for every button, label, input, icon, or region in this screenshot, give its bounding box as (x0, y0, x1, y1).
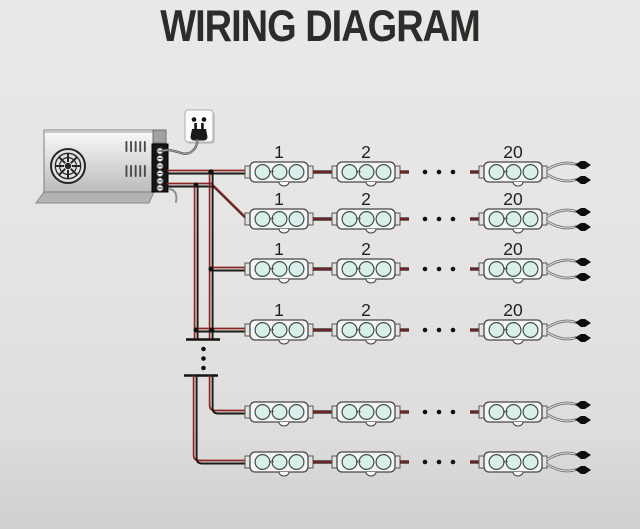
led-module (478, 401, 548, 427)
junction-dot (209, 327, 215, 333)
led-module (478, 451, 548, 477)
junction-dot (193, 327, 199, 333)
row-continuation-dots-icon (422, 459, 456, 465)
module-number-label: 20 (503, 300, 523, 320)
led-module (478, 319, 548, 345)
module-number-label: 1 (274, 142, 284, 162)
module-number-label: 2 (361, 300, 371, 320)
clip-connector-icon (575, 416, 591, 424)
clip-connector-icon (575, 319, 591, 327)
clip-connector-icon (575, 401, 591, 409)
clip-connector-icon (575, 258, 591, 266)
module-number-label: 2 (361, 239, 371, 259)
junction-dot (193, 182, 199, 188)
ac-outlet (160, 109, 215, 155)
vertical-bus-right (208, 170, 214, 339)
led-module (331, 451, 401, 477)
led-module-row (228, 382, 640, 442)
pigtail-connector (546, 451, 591, 474)
feed-wire-row-3 (210, 266, 248, 272)
module-number-label: 20 (503, 189, 523, 209)
led-module (244, 208, 314, 234)
led-module (478, 258, 548, 284)
clip-connector-icon (575, 208, 591, 216)
clip-connector-icon (575, 273, 591, 281)
row-continuation-dots-icon (422, 266, 456, 272)
row-continuation-dots-icon (422, 216, 456, 222)
clip-connector-icon (575, 334, 591, 342)
strain-relief-mark (169, 188, 178, 203)
led-module (331, 161, 401, 187)
led-module (478, 161, 548, 187)
junction-dot (208, 266, 214, 272)
feed-wire-row-6 (192, 375, 248, 465)
led-module (244, 319, 314, 345)
terminal-block (151, 129, 169, 193)
feed-wire-row-1 (167, 169, 248, 175)
led-module (331, 258, 401, 284)
module-number-label: 1 (274, 189, 284, 209)
pigtail-connector (546, 319, 591, 342)
row-continuation-dots-icon (422, 169, 456, 175)
led-module (478, 208, 548, 234)
outlet-hole (201, 117, 207, 122)
power-supply-unit (35, 129, 178, 204)
led-module (331, 319, 401, 345)
dc-bus-wiring (167, 169, 249, 465)
clip-connector-icon (575, 176, 591, 184)
clip-connector-icon (575, 161, 591, 169)
pigtail-connector (546, 161, 591, 184)
led-module (244, 161, 314, 187)
terminal-screws (156, 147, 164, 192)
feed-wire-row-5 (208, 375, 248, 415)
psu-bottom-bevel (35, 191, 155, 204)
module-number-label: 1 (274, 300, 284, 320)
module-number-label: 2 (361, 142, 371, 162)
module-number-label: 20 (503, 142, 523, 162)
page-title: WIRING DIAGRAM (160, 2, 481, 52)
vertical-bus-left (193, 183, 199, 339)
clip-connector-icon (575, 451, 591, 459)
led-module-row: 1 2 20 (228, 189, 640, 249)
led-module (331, 208, 401, 234)
led-module (244, 258, 314, 284)
vent-slots-icon (125, 141, 146, 177)
led-module-row: 1 2 20 (228, 239, 640, 299)
led-module (244, 451, 314, 477)
feed-wire-row-4 (195, 327, 248, 333)
ac-cord-highlight (161, 139, 198, 155)
led-module (244, 401, 314, 427)
led-module-row (228, 432, 640, 492)
outlet-hole (191, 117, 197, 122)
pigtail-connector (546, 401, 591, 424)
junction-dot (208, 169, 214, 175)
pigtail-connector (546, 208, 591, 231)
led-module (331, 401, 401, 427)
row-continuation-dots-icon (422, 327, 456, 333)
clip-connector-icon (575, 223, 591, 231)
fan-icon (50, 148, 86, 184)
vertical-ellipsis-dots-icon (201, 346, 206, 371)
clip-connector-icon (575, 466, 591, 474)
module-number-label: 1 (274, 239, 284, 259)
pigtail-connector (546, 258, 591, 281)
row-continuation-dots-icon (422, 409, 456, 415)
led-module-row: 1 2 20 (228, 142, 640, 202)
module-number-label: 20 (503, 239, 523, 259)
module-number-label: 2 (361, 189, 371, 209)
plug-icon (190, 123, 208, 141)
led-module-row: 1 2 20 (228, 300, 640, 360)
